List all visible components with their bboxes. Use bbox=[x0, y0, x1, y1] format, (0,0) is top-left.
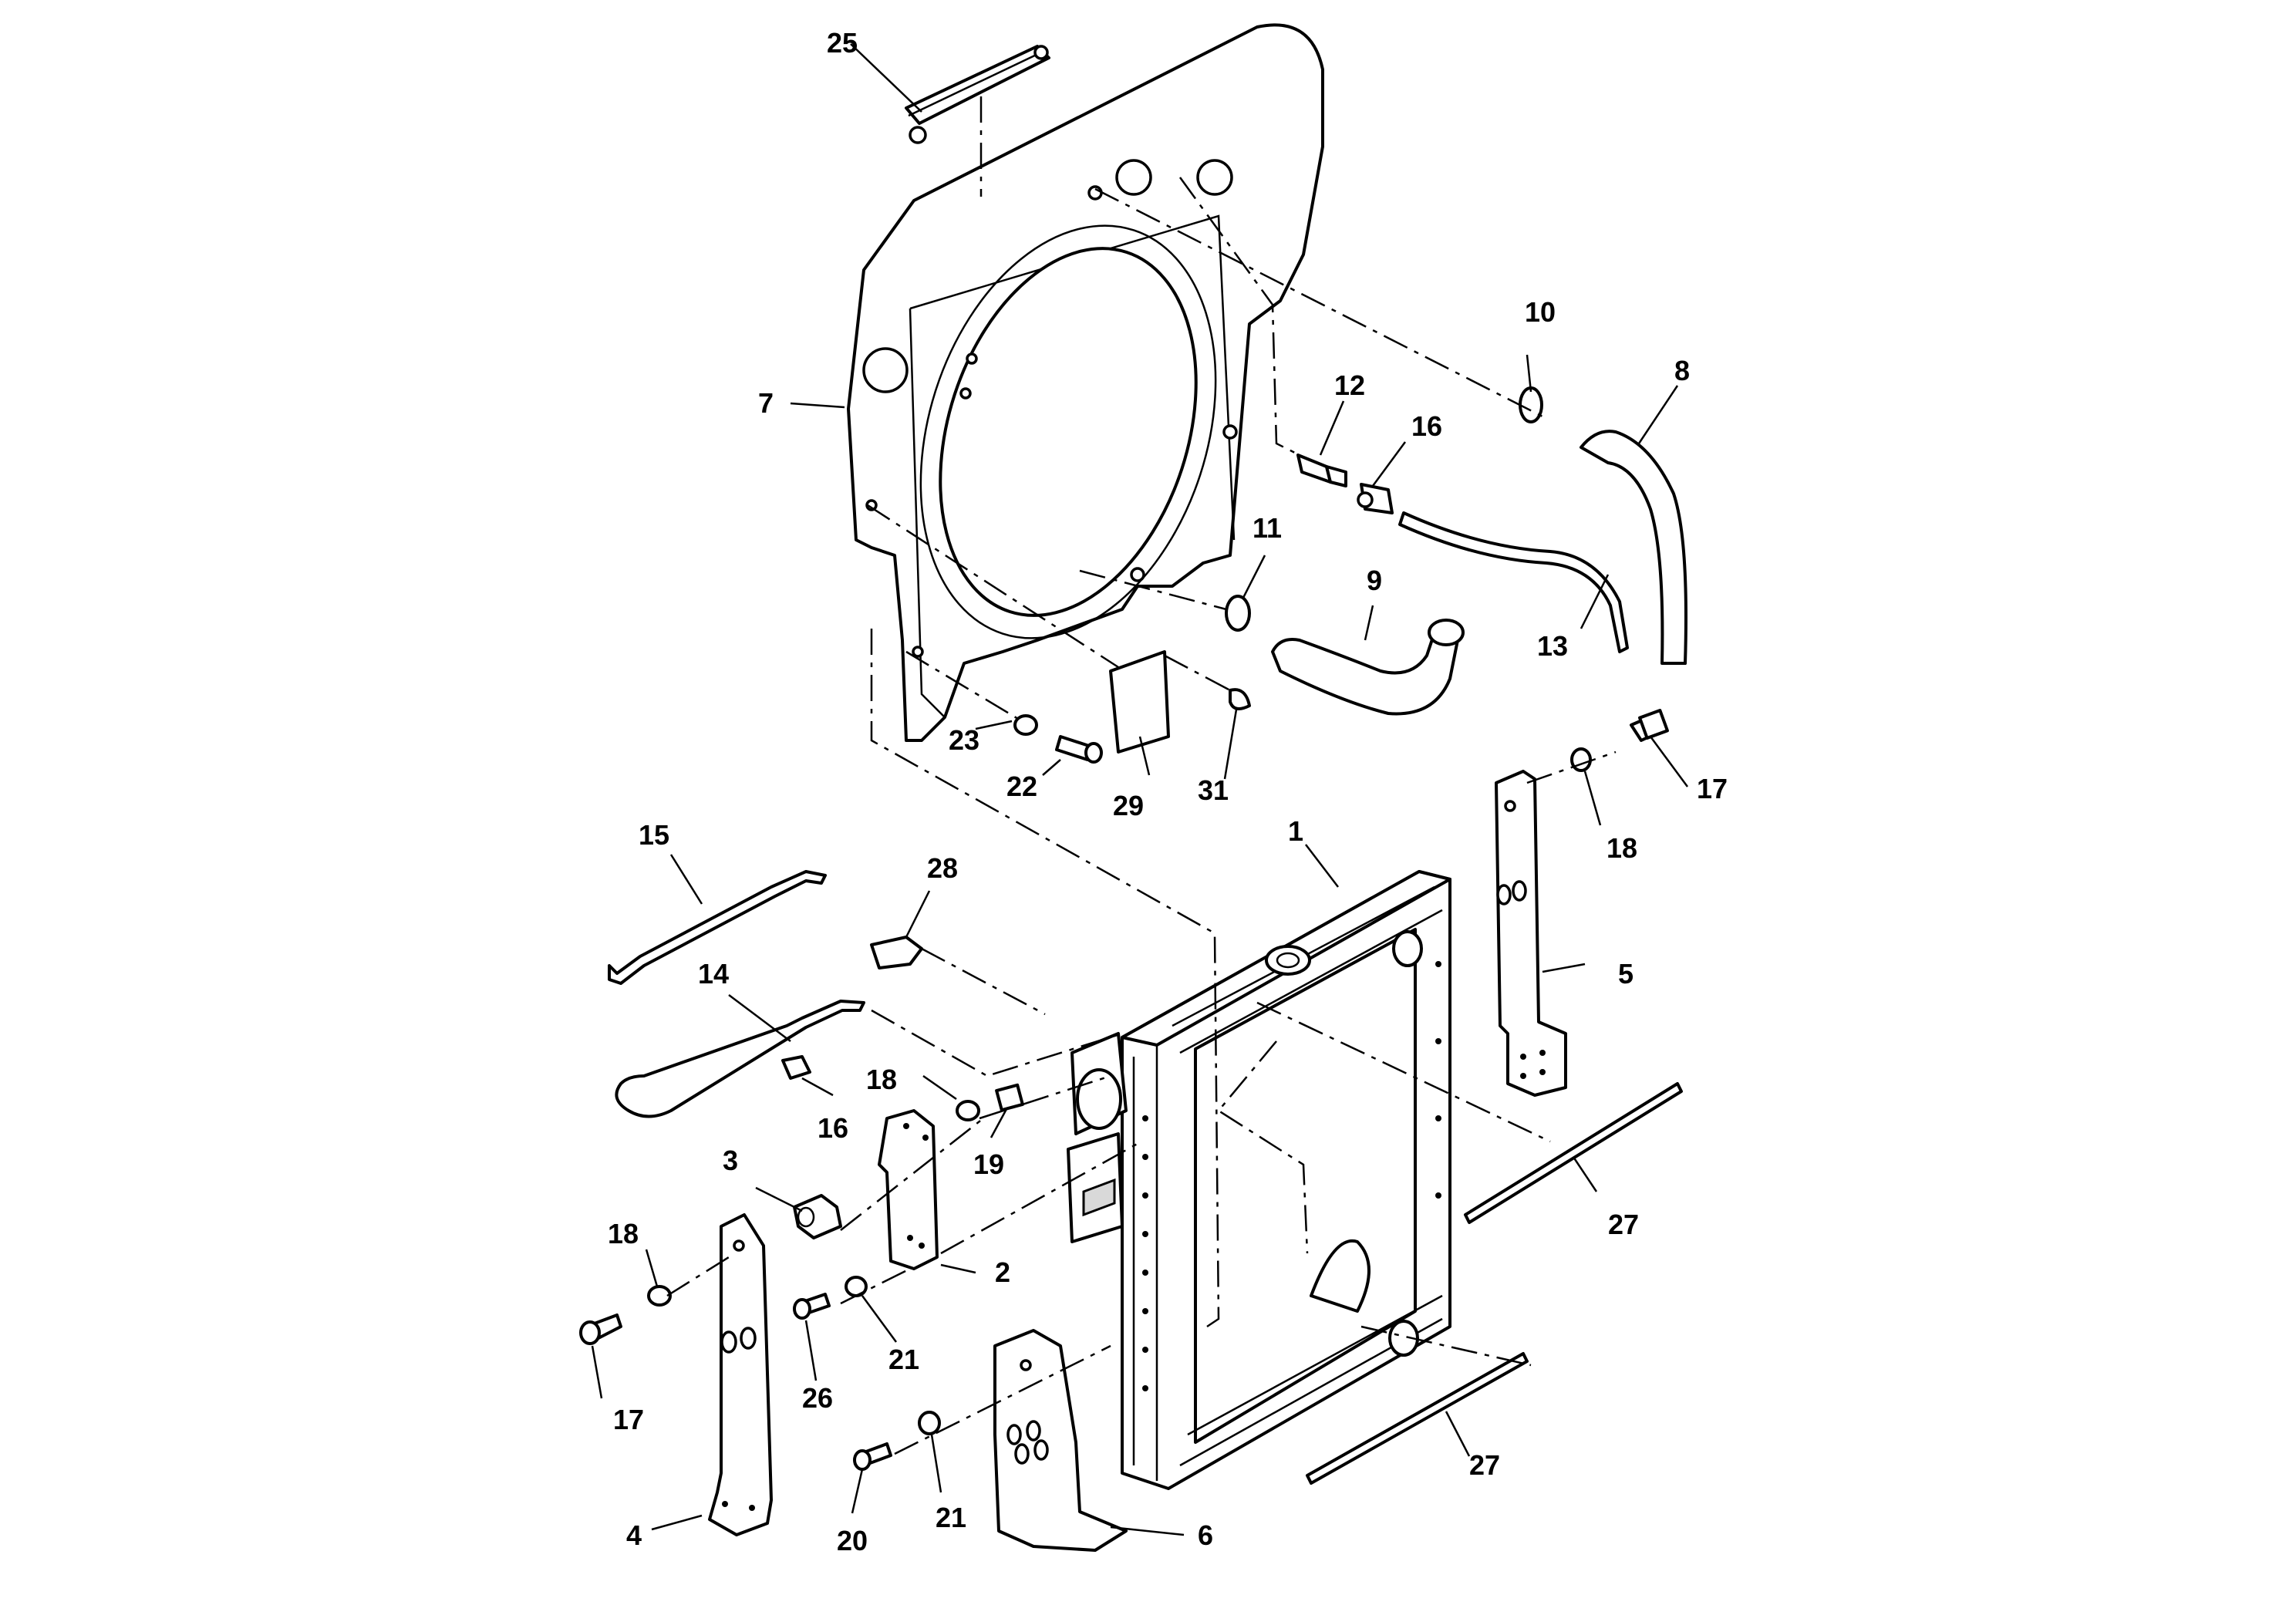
callout-4: 4 bbox=[626, 1519, 642, 1551]
callout-8: 8 bbox=[1674, 355, 1690, 386]
callout-16-upper: 16 bbox=[1411, 410, 1442, 442]
bracket-2 bbox=[878, 1109, 939, 1270]
bracket-5 bbox=[1495, 770, 1567, 1097]
callout-29: 29 bbox=[1113, 790, 1144, 821]
overflow-pipe-13 bbox=[1398, 511, 1629, 653]
callout-28: 28 bbox=[927, 852, 958, 884]
seal-strip-27-lower bbox=[1306, 1352, 1529, 1485]
upper-hose-8 bbox=[1580, 430, 1687, 665]
fan-shroud bbox=[847, 23, 1324, 742]
callout-2: 2 bbox=[995, 1256, 1010, 1288]
callout-25: 25 bbox=[827, 27, 858, 59]
clip-16-lower bbox=[781, 1055, 811, 1080]
callout-21-upper: 21 bbox=[888, 1344, 919, 1375]
hose-9-end bbox=[1428, 619, 1465, 646]
hose-clamp-11 bbox=[1225, 595, 1251, 632]
callout-26: 26 bbox=[802, 1382, 833, 1414]
callout-19: 19 bbox=[973, 1148, 1004, 1180]
pipe-15 bbox=[608, 870, 827, 985]
callout-16-lower: 16 bbox=[818, 1112, 848, 1144]
bracket-6 bbox=[993, 1329, 1128, 1552]
callout-12: 12 bbox=[1334, 369, 1365, 401]
callout-6: 6 bbox=[1198, 1519, 1213, 1551]
callout-3: 3 bbox=[723, 1145, 738, 1176]
callout-21-lower: 21 bbox=[936, 1502, 966, 1533]
callout-9: 9 bbox=[1367, 565, 1382, 596]
callout-27-upper: 27 bbox=[1608, 1209, 1639, 1240]
small-hardware bbox=[579, 688, 1669, 1471]
plate-29 bbox=[1109, 650, 1170, 754]
callout-27-lower: 27 bbox=[1469, 1449, 1500, 1481]
callout-31: 31 bbox=[1198, 774, 1229, 806]
seal-strip-25 bbox=[905, 45, 1050, 144]
callout-17-left: 17 bbox=[613, 1404, 644, 1435]
callout-22: 22 bbox=[1006, 771, 1037, 802]
callout-23: 23 bbox=[949, 724, 979, 756]
callout-10: 10 bbox=[1525, 296, 1556, 328]
callout-7: 7 bbox=[758, 387, 774, 419]
bracket-4 bbox=[708, 1213, 773, 1536]
callout-13: 13 bbox=[1537, 630, 1568, 662]
callout-1: 1 bbox=[1288, 815, 1303, 847]
assembly-lines bbox=[666, 96, 1617, 1455]
fitting-28 bbox=[870, 936, 923, 969]
hose-clamp-10 bbox=[1519, 386, 1543, 423]
fitting-12 bbox=[1296, 454, 1347, 487]
lower-hose-9 bbox=[1271, 631, 1459, 716]
callout-20: 20 bbox=[837, 1525, 868, 1556]
callout-17-upper: 17 bbox=[1697, 773, 1728, 804]
callout-18-upper: 18 bbox=[1607, 832, 1637, 864]
callout-15: 15 bbox=[639, 819, 669, 851]
leader-lines bbox=[591, 43, 1689, 1536]
pipe-14 bbox=[615, 1000, 865, 1118]
callout-18-left: 18 bbox=[608, 1218, 639, 1249]
callout-18-mid: 18 bbox=[866, 1064, 897, 1095]
callout-labels: 25 7 10 8 12 16 11 9 13 23 22 29 31 1 17… bbox=[608, 27, 1728, 1556]
radiator bbox=[1067, 870, 1451, 1490]
callout-5: 5 bbox=[1618, 958, 1633, 990]
seal-strip-27-upper bbox=[1464, 1082, 1683, 1224]
clip-16-upper bbox=[1357, 483, 1394, 514]
callout-11: 11 bbox=[1253, 512, 1282, 544]
callout-14: 14 bbox=[698, 958, 729, 990]
